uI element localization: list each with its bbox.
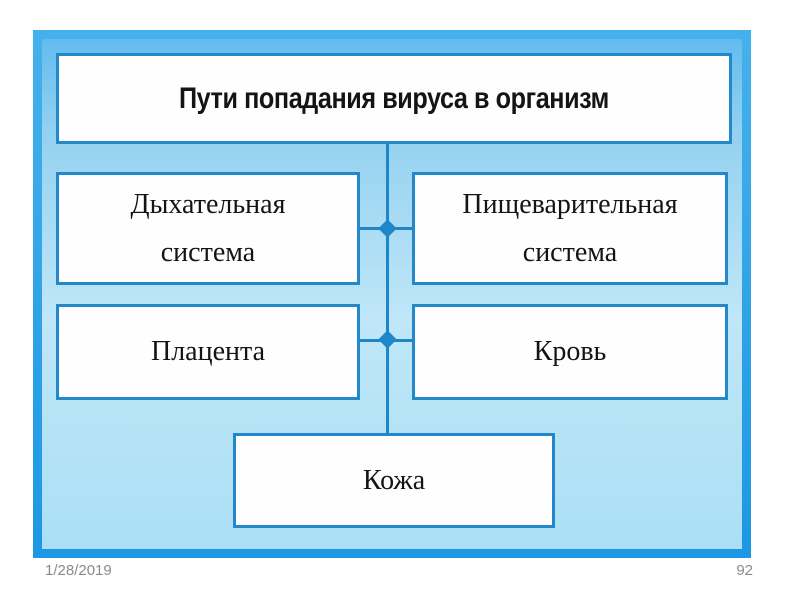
node-digestive-system: Пищеварительная система — [412, 172, 728, 285]
connector-vertical-line — [386, 144, 389, 433]
node-skin-label: Кожа — [362, 464, 426, 496]
node-blood: Кровь — [412, 304, 728, 400]
slide-frame: Пути попадания вируса в организм Дыхател… — [33, 30, 751, 558]
footer-page-number: 92 — [736, 562, 753, 579]
node-respiratory-system: Дыхательная система — [56, 172, 360, 285]
footer-date: 1/28/2019 — [45, 562, 112, 579]
node-skin: Кожа — [233, 433, 555, 528]
node-placenta-label: Плацента — [150, 336, 266, 368]
diagram-title: Пути попадания вируса в организм — [179, 81, 609, 115]
node-blood-label: Кровь — [533, 336, 607, 368]
diagram-canvas: Пути попадания вируса в организм Дыхател… — [42, 39, 742, 549]
diagram-title-box: Пути попадания вируса в организм — [56, 53, 732, 144]
node-placenta: Плацента — [56, 304, 360, 400]
node-digestive-label: Пищеварительная система — [462, 188, 678, 268]
connector-diamond-icon — [378, 219, 397, 238]
connector-diamond-icon — [378, 330, 397, 349]
node-respiratory-label: Дыхательная система — [130, 188, 286, 268]
